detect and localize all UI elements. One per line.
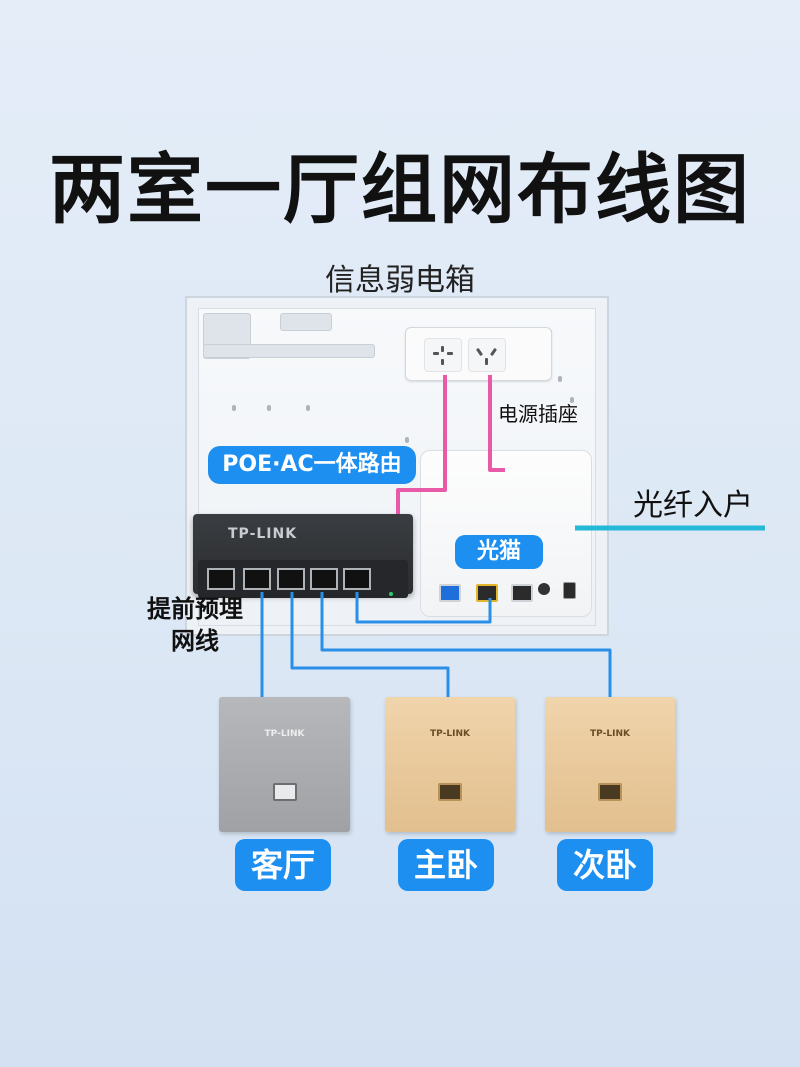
cabinet-knockout bbox=[280, 313, 332, 331]
ap-panel-living-room: TP-LINK bbox=[219, 697, 350, 832]
power-strip-label: 电源插座 bbox=[498, 402, 578, 426]
ethernet-port-icon bbox=[438, 783, 462, 801]
mounting-hole bbox=[570, 397, 574, 403]
mounting-hole bbox=[558, 376, 562, 382]
network-cable-second-bedroom bbox=[320, 592, 612, 700]
cabinet-rail bbox=[203, 344, 375, 358]
room-label-master-bedroom: 主卧 bbox=[398, 839, 494, 891]
page-title: 两室一厅组网布线图 bbox=[49, 145, 751, 234]
room-label-second-bedroom: 次卧 bbox=[557, 839, 653, 891]
modem-power-jack bbox=[538, 583, 550, 595]
network-cable-modem bbox=[355, 592, 492, 624]
prewire-label: 提前预埋 网线 bbox=[140, 593, 250, 657]
modem-lan-port bbox=[476, 584, 498, 602]
router-brand-logo: TP-LINK bbox=[228, 526, 298, 542]
power-strip bbox=[405, 327, 552, 381]
modem-fiber-port bbox=[439, 584, 461, 602]
power-cable-router bbox=[396, 375, 447, 514]
panel-brand-logo: TP-LINK bbox=[264, 729, 305, 739]
router-port bbox=[343, 568, 371, 590]
optical-modem bbox=[420, 450, 592, 617]
router-port bbox=[277, 568, 305, 590]
mounting-hole bbox=[232, 405, 236, 411]
room-label-living-room: 客厅 bbox=[235, 839, 331, 891]
ethernet-port-icon bbox=[598, 783, 622, 801]
mounting-hole bbox=[267, 405, 271, 411]
panel-brand-logo: TP-LINK bbox=[590, 729, 630, 739]
modem-lan-port bbox=[511, 584, 533, 602]
router-port bbox=[243, 568, 271, 590]
fiber-in-label: 光纤入户 bbox=[633, 488, 753, 523]
poe-router-label: POE·AC一体路由 bbox=[208, 446, 416, 484]
prewire-label-line1: 提前预埋 bbox=[147, 595, 243, 623]
router-led bbox=[389, 592, 393, 596]
ap-panel-second-bedroom: TP-LINK bbox=[545, 697, 675, 832]
mounting-hole bbox=[306, 405, 310, 411]
network-cable-master-bedroom bbox=[290, 592, 450, 700]
ethernet-port-icon bbox=[273, 783, 297, 801]
router-port bbox=[207, 568, 235, 590]
power-outlet bbox=[424, 338, 462, 372]
ap-panel-master-bedroom: TP-LINK bbox=[385, 697, 515, 832]
power-outlet bbox=[468, 338, 506, 372]
weak-current-box-label: 信息弱电箱 bbox=[325, 263, 475, 298]
optical-modem-label: 光猫 bbox=[455, 535, 543, 569]
router-port bbox=[310, 568, 338, 590]
mounting-hole bbox=[405, 437, 409, 443]
prewire-label-line2: 网线 bbox=[171, 627, 219, 655]
panel-brand-logo: TP-LINK bbox=[430, 729, 470, 739]
power-cable-modem bbox=[488, 375, 505, 472]
modem-power-switch bbox=[563, 582, 576, 599]
